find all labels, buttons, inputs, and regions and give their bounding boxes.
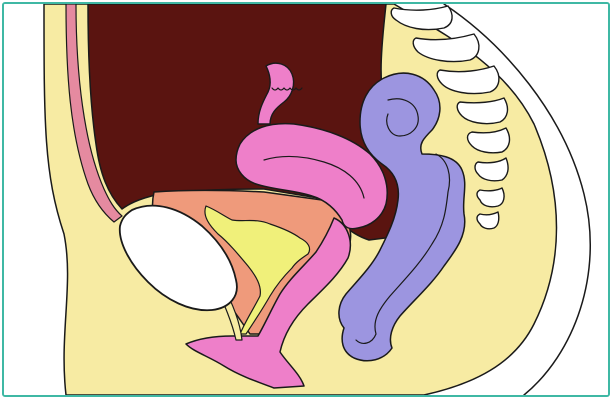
pelvis-sagittal-diagram <box>4 4 608 395</box>
